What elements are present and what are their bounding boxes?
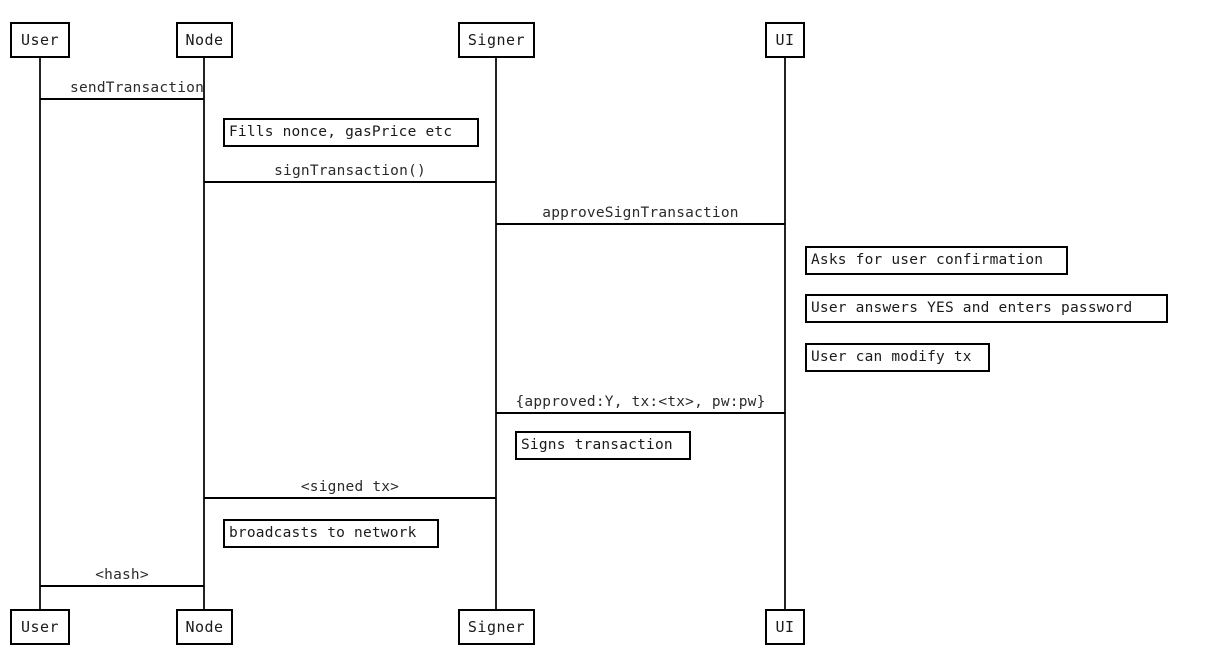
actor-label-user: User <box>20 618 60 636</box>
message-label-m5: <signed tx> <box>300 479 400 495</box>
note-label-n5: Signs transaction <box>521 437 673 454</box>
actor-box-node-top[interactable]: Node <box>176 22 233 58</box>
actor-box-signer-bottom[interactable]: Signer <box>458 609 535 645</box>
actor-box-ui-top[interactable]: UI <box>765 22 805 58</box>
actor-label-ui: UI <box>775 31 795 49</box>
actor-label-node: Node <box>185 618 224 636</box>
message-label-m2: signTransaction() <box>274 163 426 179</box>
lifeline-node <box>203 58 205 609</box>
message-line-m3[interactable] <box>496 223 785 225</box>
message-line-m5[interactable] <box>204 497 496 499</box>
note-label-n6: broadcasts to network <box>229 525 417 542</box>
message-label-m3: approveSignTransaction <box>542 205 739 221</box>
actor-box-ui-bottom[interactable]: UI <box>765 609 805 645</box>
note-n4[interactable]: User can modify tx <box>805 343 990 372</box>
actor-label-user: User <box>20 31 60 49</box>
actor-box-user-bottom[interactable]: User <box>10 609 70 645</box>
note-label-n2: Asks for user confirmation <box>811 252 1044 269</box>
message-label-m6: <hash> <box>95 567 149 583</box>
note-label-n4: User can modify tx <box>811 349 972 366</box>
note-n6[interactable]: broadcasts to network <box>223 519 439 548</box>
message-label-m4: {approved:Y, tx:<tx>, pw:pw} <box>515 394 766 410</box>
note-label-n1: Fills nonce, gasPrice etc <box>229 124 453 141</box>
note-label-n3: User answers YES and enters password <box>811 300 1133 317</box>
actor-box-signer-top[interactable]: Signer <box>458 22 535 58</box>
actor-label-signer: Signer <box>467 31 526 49</box>
lifeline-user <box>39 58 41 609</box>
message-line-m2[interactable] <box>204 181 496 183</box>
actor-box-node-bottom[interactable]: Node <box>176 609 233 645</box>
note-n5[interactable]: Signs transaction <box>515 431 691 460</box>
lifeline-ui <box>784 58 786 609</box>
note-n2[interactable]: Asks for user confirmation <box>805 246 1068 275</box>
note-n1[interactable]: Fills nonce, gasPrice etc <box>223 118 479 147</box>
actor-box-user-top[interactable]: User <box>10 22 70 58</box>
note-n3[interactable]: User answers YES and enters password <box>805 294 1168 323</box>
actor-label-signer: Signer <box>467 618 526 636</box>
message-line-m4[interactable] <box>496 412 785 414</box>
message-line-m1[interactable] <box>40 98 204 100</box>
message-label-m1: sendTransaction <box>70 80 204 96</box>
message-line-m6[interactable] <box>40 585 204 587</box>
lifeline-signer <box>495 58 497 609</box>
actor-label-ui: UI <box>775 618 795 636</box>
actor-label-node: Node <box>185 31 224 49</box>
